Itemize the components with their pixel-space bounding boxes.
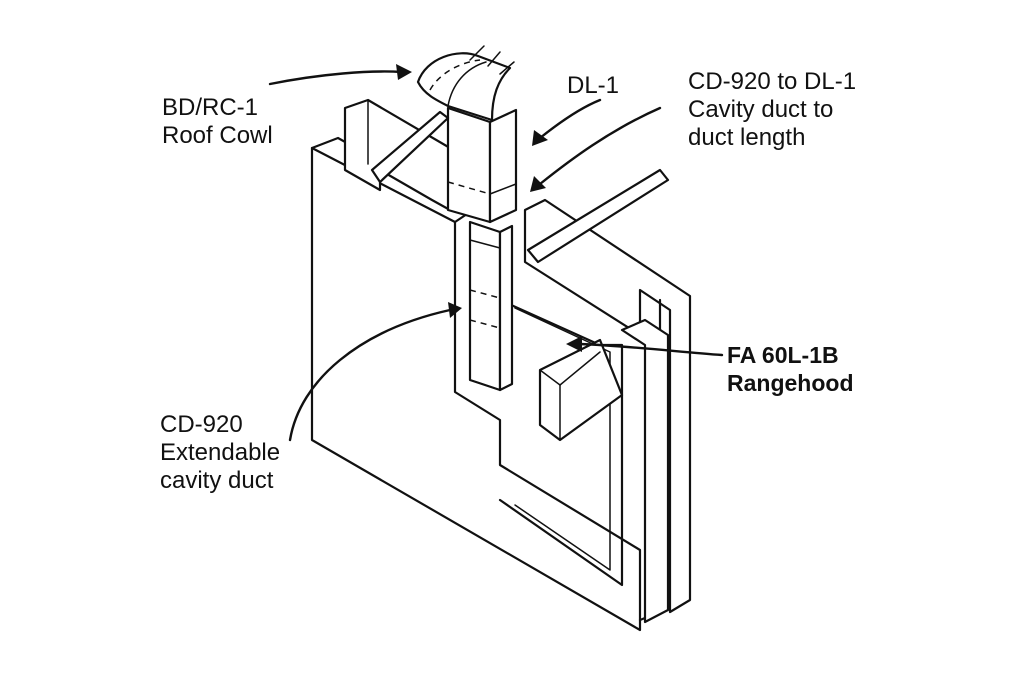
rangehood-edge-2 — [539, 369, 561, 386]
label-roof-cowl: BD/RC-1 Roof Cowl — [162, 94, 273, 150]
duct-length-dl1-side — [488, 108, 518, 224]
roof-cowl — [416, 52, 512, 122]
leader-extendable-duct — [288, 302, 462, 442]
duct-length-dl1 — [446, 106, 492, 224]
label-roof-cowl-line1: BD/RC-1 — [162, 94, 259, 121]
cowl-vent-2 — [487, 51, 501, 67]
label-extendable-line1: CD-920 — [160, 411, 243, 438]
label-rangehood: FA 60L-1B Rangehood — [727, 341, 854, 397]
cowl-vent-1 — [469, 45, 485, 61]
label-rangehood-line1: FA 60L-1B — [727, 342, 839, 368]
label-cavity-line2: Cavity duct to — [688, 96, 834, 123]
label-cavity-duct-to-duct-length: CD-920 to DL-1 Cavity duct to duct lengt… — [688, 68, 856, 152]
duct-joint-dashed-2 — [469, 319, 501, 329]
rangehood-edge-3 — [559, 351, 601, 386]
label-cavity-line3: duct length — [688, 124, 806, 151]
duct-joint-dashed — [469, 289, 501, 299]
wall-right-return — [620, 318, 670, 624]
roof-rafter-right — [526, 168, 670, 264]
label-dl1: DL-1 — [567, 72, 619, 100]
leader-roof-cowl — [268, 64, 412, 86]
duct-joint — [469, 239, 501, 249]
dl1-joint — [489, 183, 517, 195]
opening-inner-frame — [498, 298, 624, 587]
label-rangehood-line2: Rangehood — [727, 370, 854, 396]
leader-dl1 — [532, 98, 602, 146]
roof-cowl-dashed — [429, 59, 481, 91]
cavity-duct-side — [498, 224, 514, 392]
label-extendable-line3: cavity duct — [160, 467, 274, 494]
opening-inner-frame-2 — [514, 307, 611, 571]
label-extendable-duct: CD-920 Extendable cavity duct — [160, 411, 280, 495]
roof-cowl-curve — [447, 61, 487, 107]
label-dl1-text: DL-1 — [567, 72, 620, 99]
leader-cavity-duct-to-duct-length — [530, 106, 662, 192]
cowl-vent-3 — [499, 61, 515, 75]
leader-rangehood — [566, 336, 724, 357]
roof-rafter-left — [370, 110, 450, 184]
cavity-wall-front-panel — [310, 146, 642, 632]
label-cavity-line1: CD-920 to DL-1 — [688, 68, 857, 95]
label-extendable-line2: Extendable — [160, 439, 281, 466]
dl1-joint-dashed — [447, 181, 491, 195]
label-roof-cowl-line2: Roof Cowl — [162, 122, 273, 149]
